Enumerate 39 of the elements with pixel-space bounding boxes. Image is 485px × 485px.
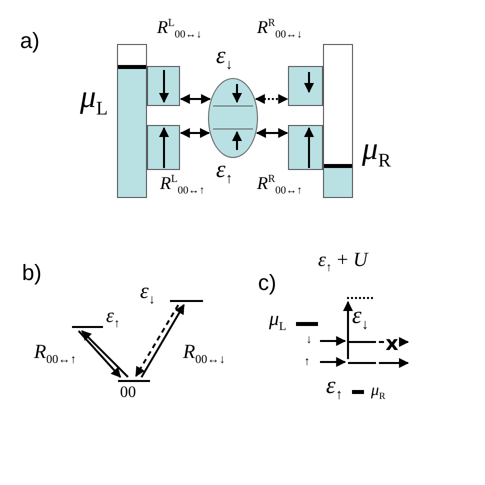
symbol-label: ε$_{↑}$ + U <box>318 250 368 273</box>
spin-symbol: ↓ <box>306 333 312 345</box>
reservoir-bar <box>323 44 353 198</box>
arrow <box>343 300 353 360</box>
arrow <box>81 330 129 378</box>
arrow <box>320 336 346 346</box>
lead-box <box>147 66 180 106</box>
symbol-label: ε$_{↓}$ <box>140 280 156 306</box>
arrow <box>180 128 210 138</box>
arrow <box>256 128 288 138</box>
lead-box <box>288 125 323 170</box>
arrow <box>78 330 122 378</box>
chemical-potential-bar <box>352 390 364 394</box>
reservoir-bar <box>117 44 147 198</box>
panel-label: b) <box>22 262 42 284</box>
symbol-label: μ$_{L}$ <box>80 80 108 119</box>
arrow <box>378 358 409 368</box>
arrow <box>320 357 346 367</box>
lead-box <box>147 125 180 170</box>
symbol-label: μ$_{R}$ <box>371 383 386 402</box>
arrow <box>254 94 288 104</box>
spin-symbol: ↑ <box>304 355 310 367</box>
rate-label: R$_{00↔↑}$ <box>34 342 76 365</box>
symbol-label: ε$_{↑}$ <box>326 374 343 402</box>
symbol-label: μ$_{L}$ <box>269 309 286 332</box>
chemical-potential-bar <box>296 322 318 326</box>
symbol-label: ε$_{↑}$ <box>106 306 120 329</box>
panel-label: c) <box>258 272 276 294</box>
panel-label: a) <box>20 30 40 52</box>
lead-box <box>288 66 323 106</box>
arrow <box>180 94 212 104</box>
symbol-label: ε$_{↑}$ <box>216 158 233 186</box>
symbol-label: 00 <box>120 385 136 401</box>
arrow <box>135 304 180 377</box>
arrow <box>140 304 185 378</box>
symbol-label: μ$_{R}$ <box>362 132 391 171</box>
symbol-label: ε$_{↓}$ <box>352 304 369 332</box>
symbol-label: ε$_{↓}$ <box>216 44 233 72</box>
rate-label: R$_{00↔↓}$ <box>183 342 226 365</box>
